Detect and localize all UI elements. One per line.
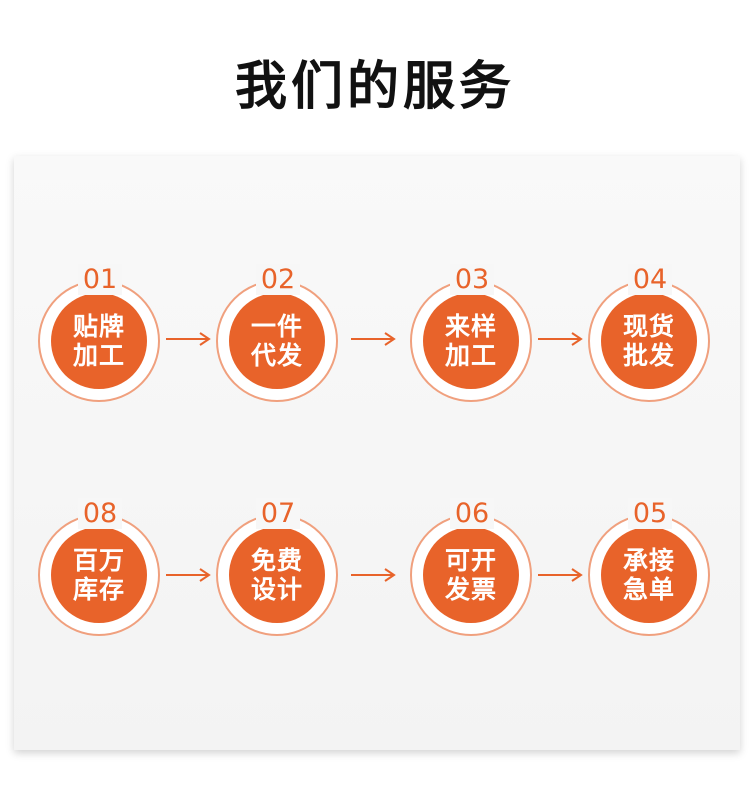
step-label-line2: 批发 [622,341,675,370]
service-step-02: 02 一件 代发 [216,262,340,412]
step-label-line2: 代发 [250,341,303,370]
step-circle: 可开 发票 [423,527,519,623]
step-label-line1: 承接 [622,546,675,575]
step-number: 04 [627,264,673,295]
step-ring: 免费 设计 [216,514,338,636]
step-label-line1: 现货 [622,312,675,341]
step-label-line2: 加工 [72,341,125,370]
step-ring: 一件 代发 [216,280,338,402]
step-ring: 来样 加工 [410,280,532,402]
arrow-right-icon [538,568,583,582]
arrow-right-icon [166,332,211,346]
step-number: 07 [255,498,301,529]
step-label-line2: 发票 [444,575,497,604]
service-step-08: 08 百万 库存 [38,496,162,646]
step-label-line1: 一件 [250,312,303,341]
step-label-line1: 可开 [444,546,497,575]
step-circle: 贴牌 加工 [51,293,147,389]
step-label-line1: 百万 [72,546,125,575]
step-circle: 承接 急单 [601,527,697,623]
service-step-06: 06 可开 发票 [410,496,534,646]
step-number: 02 [255,264,301,295]
service-step-05: 05 承接 急单 [588,496,712,646]
step-circle: 免费 设计 [229,527,325,623]
services-panel [14,156,740,750]
step-circle: 现货 批发 [601,293,697,389]
step-ring: 贴牌 加工 [38,280,160,402]
page-title: 我们的服务 [234,57,515,117]
step-label-line2: 库存 [72,575,125,604]
step-circle: 一件 代发 [229,293,325,389]
step-label-line1: 贴牌 [72,312,125,341]
step-label-line1: 来样 [444,312,497,341]
service-step-07: 07 免费 设计 [216,496,340,646]
step-number: 06 [449,498,495,529]
arrow-right-icon [351,332,396,346]
step-label-line2: 急单 [622,575,675,604]
step-circle: 百万 库存 [51,527,147,623]
step-number: 03 [449,264,495,295]
service-step-04: 04 现货 批发 [588,262,712,412]
step-ring: 承接 急单 [588,514,710,636]
arrow-right-icon [538,332,583,346]
step-label-line2: 设计 [250,575,303,604]
step-number: 05 [627,498,673,529]
step-number: 08 [77,498,123,529]
step-label-line2: 加工 [444,341,497,370]
step-circle: 来样 加工 [423,293,519,389]
arrow-right-icon [351,568,396,582]
step-label-line1: 免费 [250,546,303,575]
step-ring: 现货 批发 [588,280,710,402]
service-step-01: 01 贴牌 加工 [38,262,162,412]
arrow-right-icon [166,568,211,582]
step-ring: 百万 库存 [38,514,160,636]
step-number: 01 [77,264,123,295]
step-ring: 可开 发票 [410,514,532,636]
service-step-03: 03 来样 加工 [410,262,534,412]
